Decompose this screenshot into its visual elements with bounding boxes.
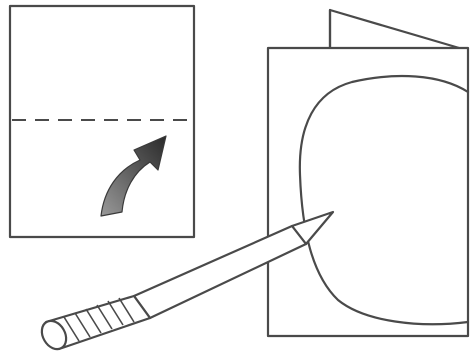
- sheet-outline: [10, 6, 194, 237]
- flat-sheet: [10, 6, 194, 237]
- folded-card: [268, 10, 468, 336]
- card-front-panel: [268, 48, 468, 336]
